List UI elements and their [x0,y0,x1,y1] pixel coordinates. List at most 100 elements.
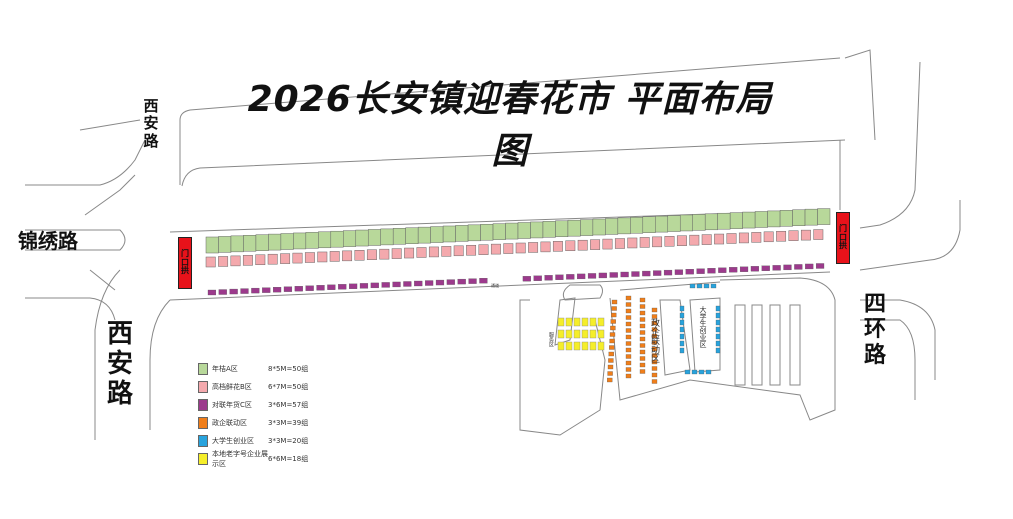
zone-student-stall [705,369,712,375]
zone-student-stall [679,312,685,319]
zone-label-tiny: 通道 [491,283,499,288]
zone-c-stall [577,273,586,280]
legend-swatch [198,453,208,465]
zone-b-stall [255,254,266,266]
zone-b-stall [280,253,291,264]
zone-c-stall [685,269,694,275]
legend-swatch [198,417,208,429]
zone-b-stall [317,251,328,263]
zone-b-stall [515,242,526,254]
zone-c-stall [273,287,282,293]
zone-government-stall [639,297,646,303]
zone-b-stall [751,232,762,243]
zone-c-stall [631,271,640,277]
zone-a-stall [667,215,681,232]
zone-b-stall [676,235,687,246]
zone-c-stall [262,287,271,293]
zone-government-stall [639,330,646,335]
zone-student-stall [703,283,710,289]
zone-a-stall [679,214,693,232]
zone-student-stall [689,283,696,289]
zone-c-stall [794,264,803,270]
legend-label: 本地老字号企业展示区 [212,450,268,468]
zone-c-stall [370,282,379,289]
zone-a-stall [430,226,444,243]
zone-b-stall [602,238,613,250]
zone-student-stall [679,319,685,326]
zone-student-stall [715,340,721,347]
legend-spec: 3*6M=57组 [268,401,309,409]
zone-a-stall [779,210,793,227]
zone-government-stall [639,349,646,355]
zone-local-stall [573,329,581,339]
zone-local-stall [565,341,573,351]
zone-a-stall [280,233,294,250]
zone-government-stall [625,367,632,372]
legend-swatch [198,363,208,375]
legend-spec: 6*6M=18组 [268,455,309,463]
zone-b-stall [230,255,241,267]
zone-government-stall [625,295,632,301]
zone-b-stall [292,252,303,264]
zone-government-stall [651,359,658,365]
zone-b-stall [689,234,700,246]
zone-student-stall [698,369,705,375]
zone-student-stall [684,369,691,375]
zone-student-stall [715,305,721,312]
zone-c-stall [555,274,564,280]
legend-swatch [198,381,208,393]
zone-student-stall [715,347,721,354]
zone-c-stall [663,269,673,276]
road-label-xian-top: 西安路 [143,97,159,150]
zone-a-stall [367,229,381,246]
zone-b-stall [416,247,427,258]
zone-a-stall [655,215,669,233]
zone-label-student: 大学生创业区 [699,306,707,348]
zone-b-stall [428,246,439,258]
zone-c-stall [294,286,303,292]
zone-government-stall [651,314,658,319]
zone-c-stall [533,275,542,281]
zone-government-stall [625,334,632,340]
zone-c-stall [305,285,314,291]
zone-local-stall [557,341,565,351]
zone-c-stall [729,267,738,273]
zone-a-stall [293,232,307,250]
zone-government-stall [625,315,632,320]
zone-b-stall [528,242,539,253]
zone-c-stall [696,268,705,274]
zone-a-stall [642,216,656,233]
zone-b-stall [664,236,675,247]
zone-b-stall [763,231,774,243]
zone-b-stall [788,230,799,241]
zone-c-stall [598,272,607,279]
zone-a-stall [268,233,282,251]
zone-government-stall [625,347,632,353]
zone-local-stall [565,329,573,339]
zone-c-stall [218,289,227,295]
zone-c-stall [544,275,553,281]
zone-government-stall [651,307,658,313]
zone-a-stall [817,208,831,225]
zone-b-stall [304,252,315,263]
zone-a-stall [555,220,569,238]
zone-c-stall [316,285,325,291]
zone-c-stall [707,268,716,274]
zone-a-stall [567,219,581,237]
zone-c-stall [783,264,792,271]
legend-spec: 3*3M=39组 [268,419,309,427]
zone-government-stall [607,377,613,383]
zone-b-stall [726,233,737,244]
zone-c-stall [229,288,238,295]
zone-a-stall [605,218,619,235]
zone-a-stall [230,235,244,253]
zone-a-stall [318,231,332,249]
zone-b-stall [800,229,811,241]
zone-b-stall [565,240,576,252]
